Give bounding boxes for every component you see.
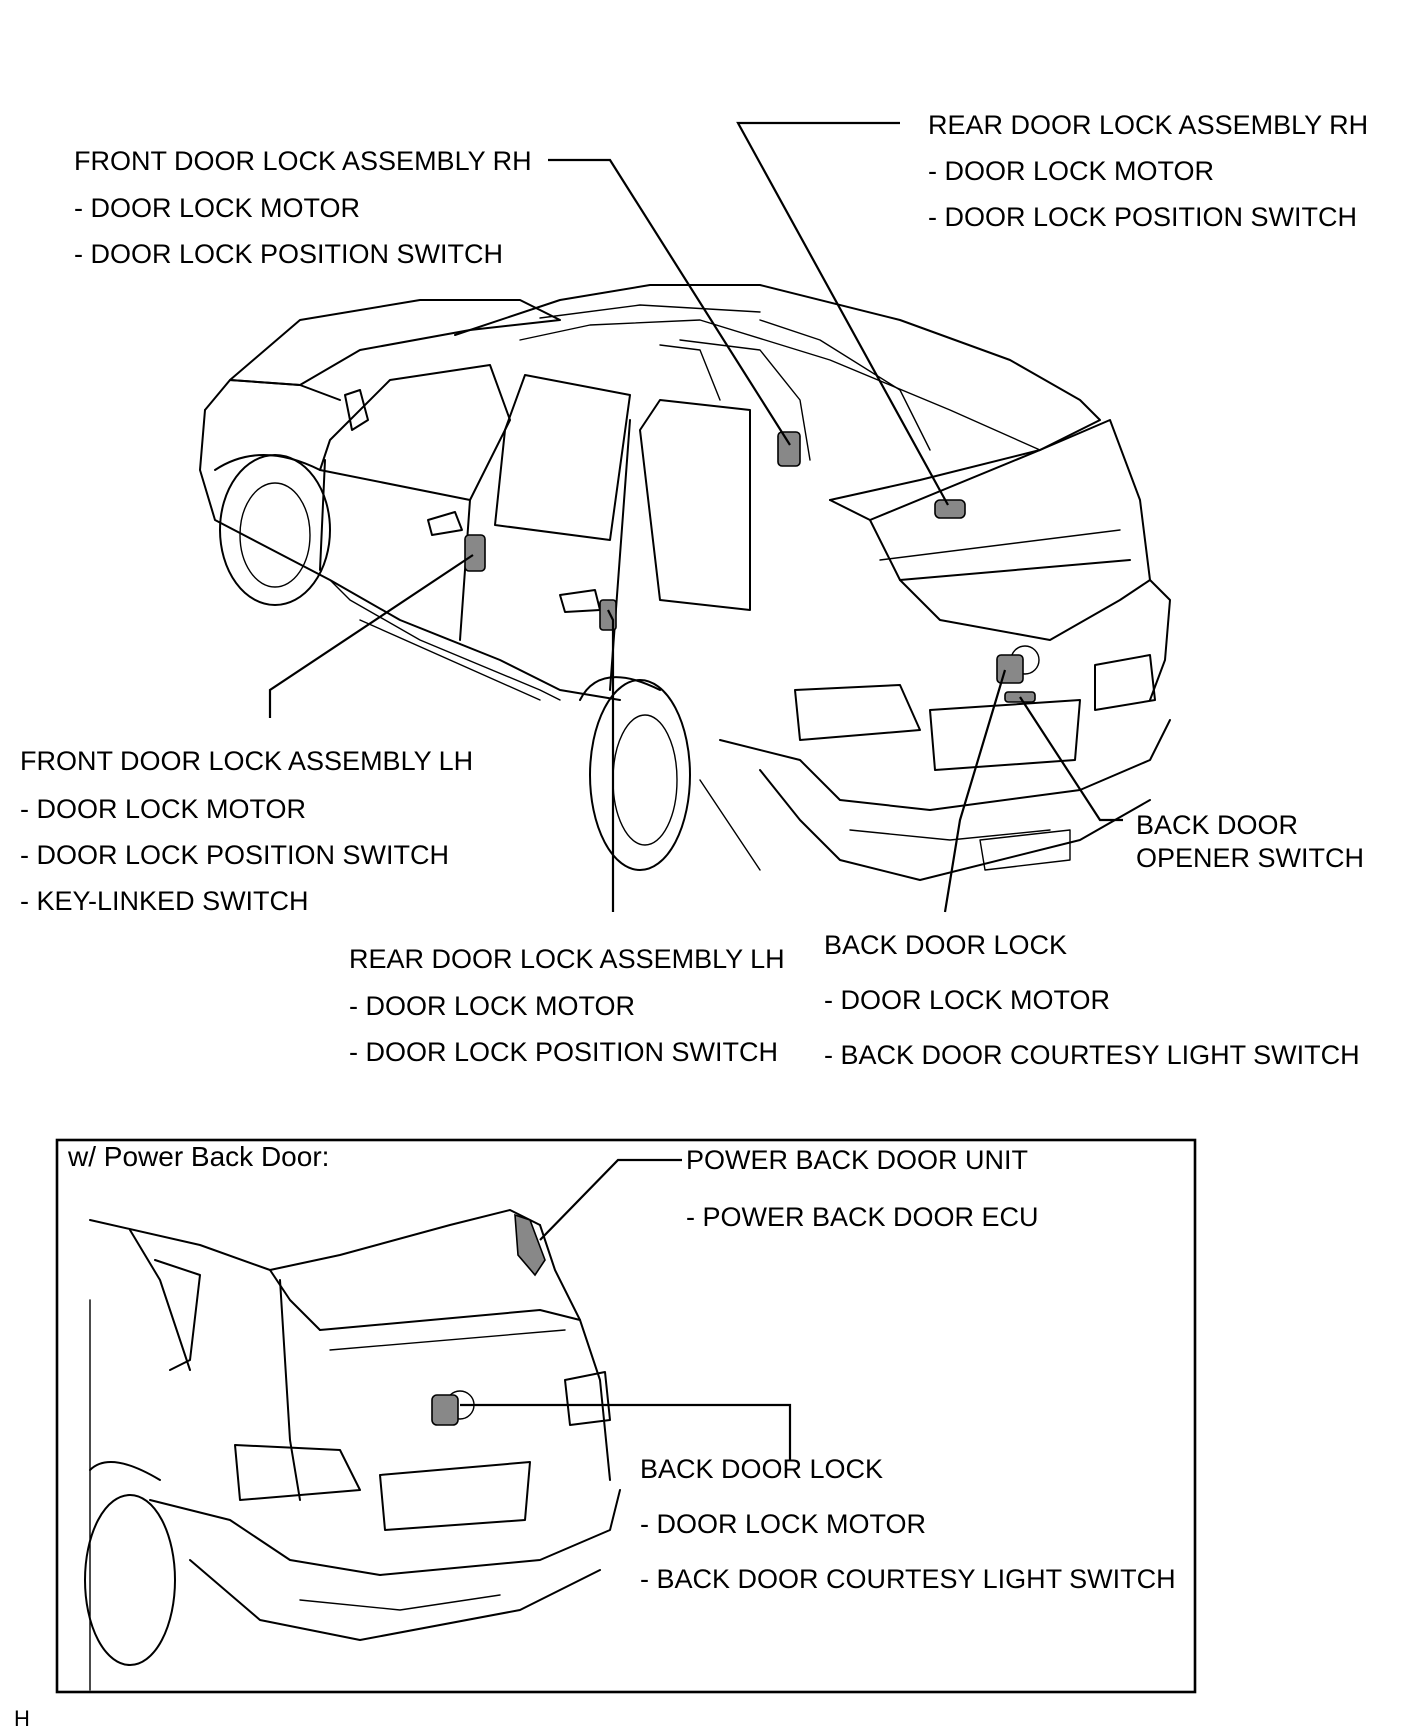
back-lock-title: BACK DOOR LOCK bbox=[824, 930, 1068, 960]
front-lh-title: FRONT DOOR LOCK ASSEMBLY LH bbox=[20, 746, 474, 776]
inset-part-markers bbox=[431, 1213, 546, 1426]
rear-rh-item-2: - DOOR LOCK POSITION SWITCH bbox=[928, 202, 1358, 232]
back-lock-item-1: - DOOR LOCK MOTOR bbox=[824, 985, 1111, 1015]
inset-back-lock-title: BACK DOOR LOCK bbox=[640, 1454, 884, 1484]
inset-back-lock-item-2: - BACK DOOR COURTESY LIGHT SWITCH bbox=[640, 1564, 1176, 1594]
inset-frame bbox=[55, 1138, 1197, 1694]
figure-code: H bbox=[14, 1706, 30, 1731]
front-lh-item-3: - KEY-LINKED SWITCH bbox=[20, 886, 309, 916]
front-rh-title: FRONT DOOR LOCK ASSEMBLY RH bbox=[74, 146, 532, 176]
front-rh-item-2: - DOOR LOCK POSITION SWITCH bbox=[74, 239, 504, 269]
opener-line-2: OPENER SWITCH bbox=[1136, 843, 1365, 873]
front-rh-item-1: - DOOR LOCK MOTOR bbox=[74, 193, 361, 223]
main-vehicle-drawing bbox=[199, 284, 1171, 881]
inset-unit-title: POWER BACK DOOR UNIT bbox=[686, 1145, 1029, 1175]
inset-back-lock-item-1: - DOOR LOCK MOTOR bbox=[640, 1509, 927, 1539]
rear-lh-item-2: - DOOR LOCK POSITION SWITCH bbox=[349, 1037, 779, 1067]
rear-lh-item-1: - DOOR LOCK MOTOR bbox=[349, 991, 636, 1021]
rear-rh-title: REAR DOOR LOCK ASSEMBLY RH bbox=[928, 110, 1369, 140]
back-lock-item-2: - BACK DOOR COURTESY LIGHT SWITCH bbox=[824, 1040, 1360, 1070]
inset-unit-item-1: - POWER BACK DOOR ECU bbox=[686, 1202, 1039, 1232]
inset-heading: w/ Power Back Door: bbox=[68, 1141, 330, 1172]
front-lh-item-1: - DOOR LOCK MOTOR bbox=[20, 794, 307, 824]
leader-lines-main bbox=[268, 121, 1123, 913]
rear-lh-title: REAR DOOR LOCK ASSEMBLY LH bbox=[349, 944, 785, 974]
opener-line-1: BACK DOOR bbox=[1136, 810, 1299, 840]
inset-vehicle-drawing bbox=[84, 1209, 621, 1691]
leader-lines-inset bbox=[460, 1158, 792, 1460]
front-lh-item-2: - DOOR LOCK POSITION SWITCH bbox=[20, 840, 450, 870]
rear-rh-item-1: - DOOR LOCK MOTOR bbox=[928, 156, 1215, 186]
